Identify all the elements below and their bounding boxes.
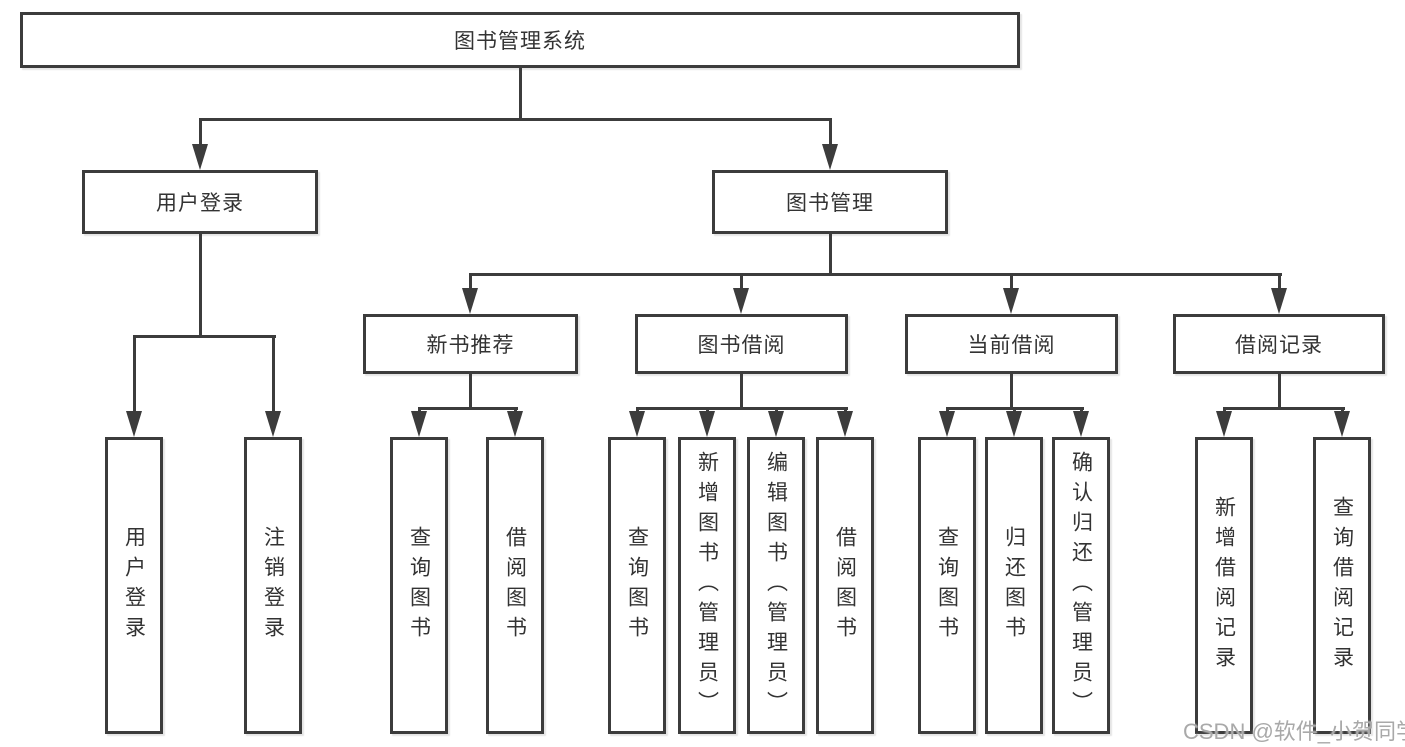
arrow-down-icon [411, 411, 427, 437]
csdn-watermark: CSDN @软件_小贺同学 [1183, 719, 1405, 744]
node-library-system-label: 图书管理系统 [454, 30, 586, 53]
leaf-return-book: 归还图书 [985, 437, 1043, 734]
arrow-down-icon [1003, 288, 1019, 314]
connector-line [740, 273, 743, 289]
leaf-add-book-admin-label: 新增图书（管理员） [695, 450, 719, 721]
arrow-down-icon [1334, 411, 1350, 437]
connector-line [199, 118, 832, 121]
arrow-down-icon [629, 411, 645, 437]
arrow-down-icon [1073, 411, 1089, 437]
connector-line [469, 374, 472, 410]
connector-line [1010, 374, 1013, 410]
leaf-edit-book-admin-label: 编辑图书（管理员） [764, 450, 788, 721]
connector-line [199, 118, 202, 146]
connector-line [272, 335, 275, 413]
leaf-query-books-borrowing: 查询图书 [608, 437, 666, 734]
node-user-login: 用户登录 [82, 170, 318, 234]
node-book-management: 图书管理 [712, 170, 948, 234]
node-library-system: 图书管理系统 [20, 12, 1020, 68]
connector-line [1223, 407, 1345, 410]
arrow-down-icon [768, 411, 784, 437]
node-user-login-label: 用户登录 [156, 192, 244, 215]
leaf-logout: 注销登录 [244, 437, 302, 734]
leaf-borrow-books-recommend-label: 借阅图书 [503, 525, 527, 646]
connector-line [418, 407, 518, 410]
leaf-query-books-borrowing-label: 查询图书 [625, 525, 649, 646]
leaf-add-borrow-record: 新增借阅记录 [1195, 437, 1253, 734]
connector-line [199, 234, 202, 338]
connector-line [636, 407, 848, 410]
node-book-borrowing-label: 图书借阅 [697, 334, 786, 357]
arrow-down-icon [265, 411, 281, 437]
arrow-down-icon [837, 411, 853, 437]
connector-line [469, 273, 1282, 276]
connector-line [1278, 273, 1281, 289]
leaf-add-book-admin: 新增图书（管理员） [678, 437, 736, 734]
arrow-down-icon [1271, 288, 1287, 314]
arrow-down-icon [507, 411, 523, 437]
leaf-query-borrow-record-label: 查询借阅记录 [1330, 495, 1354, 676]
leaf-user-login: 用户登录 [105, 437, 163, 734]
leaf-borrow-books-recommend: 借阅图书 [486, 437, 544, 734]
leaf-logout-label: 注销登录 [261, 525, 285, 646]
arrow-down-icon [939, 411, 955, 437]
arrow-down-icon [462, 288, 478, 314]
leaf-query-books-recommend-label: 查询图书 [407, 525, 431, 646]
connector-line [829, 234, 832, 276]
connector-line [133, 335, 136, 413]
node-new-book-recommend: 新书推荐 [363, 314, 578, 374]
connector-line [469, 273, 472, 289]
leaf-borrow-books-label: 借阅图书 [833, 525, 857, 646]
connector-line [829, 118, 832, 146]
leaf-query-books-current-label: 查询图书 [935, 525, 959, 646]
leaf-borrow-books: 借阅图书 [816, 437, 874, 734]
leaf-return-book-label: 归还图书 [1002, 525, 1026, 646]
leaf-query-borrow-record: 查询借阅记录 [1313, 437, 1371, 734]
node-borrowing-records: 借阅记录 [1173, 314, 1385, 374]
connector-line [133, 335, 276, 338]
connector-line [519, 68, 522, 118]
connector-line [740, 374, 743, 410]
arrow-down-icon [1216, 411, 1232, 437]
node-borrowing-records-label: 借阅记录 [1235, 334, 1323, 357]
arrow-down-icon [822, 144, 838, 170]
arrow-down-icon [699, 411, 715, 437]
arrow-down-icon [192, 144, 208, 170]
connector-line [1278, 374, 1281, 410]
leaf-add-borrow-record-label: 新增借阅记录 [1212, 495, 1236, 676]
leaf-edit-book-admin: 编辑图书（管理员） [747, 437, 805, 734]
node-book-management-label: 图书管理 [786, 192, 874, 215]
arrow-down-icon [1006, 411, 1022, 437]
arrow-down-icon [126, 411, 142, 437]
node-book-borrowing: 图书借阅 [635, 314, 848, 374]
node-current-borrowing: 当前借阅 [905, 314, 1118, 374]
leaf-query-books-current: 查询图书 [918, 437, 976, 734]
connector-line [1010, 273, 1013, 289]
arrow-down-icon [733, 288, 749, 314]
leaf-confirm-return-admin-label: 确认归还（管理员） [1069, 450, 1093, 721]
leaf-query-books-recommend: 查询图书 [390, 437, 448, 734]
leaf-user-login-label: 用户登录 [122, 525, 146, 646]
node-new-book-recommend-label: 新书推荐 [426, 334, 515, 357]
node-current-borrowing-label: 当前借阅 [967, 334, 1056, 357]
leaf-confirm-return-admin: 确认归还（管理员） [1052, 437, 1110, 734]
